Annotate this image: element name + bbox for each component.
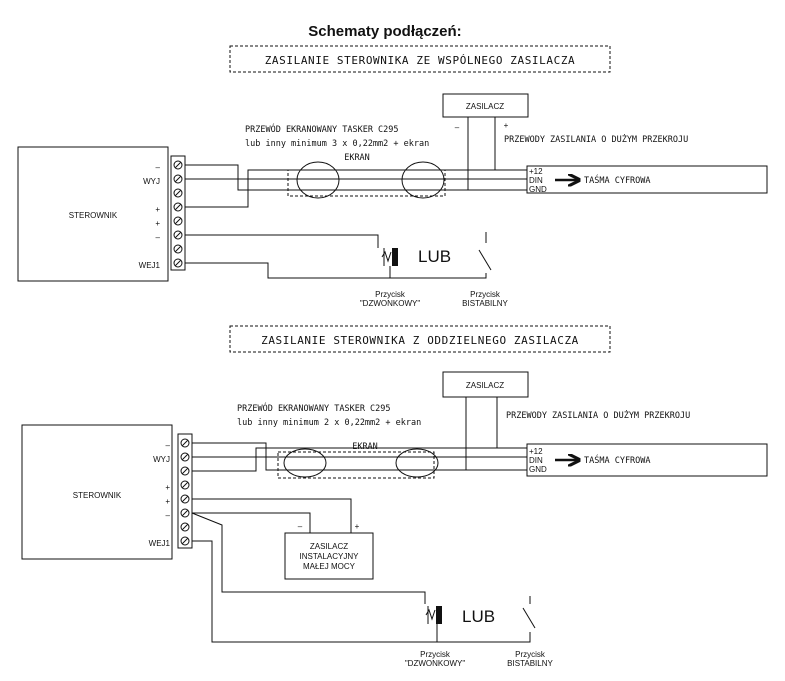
bistable-button-label: Przycisk (515, 650, 546, 659)
cable-spec-line2: lub inny minimum 3 x 0,22mm2 + ekran (245, 139, 429, 149)
terminal-screws (173, 160, 183, 268)
strip-label: TAŚMA CYFROWA (584, 174, 651, 186)
psu-plus-label: + (504, 121, 509, 130)
small-psu-label: INSTALACYJNY (300, 552, 360, 561)
small-psu-label: MAŁEJ MOCY (303, 562, 356, 571)
bell-button-label: Przycisk (375, 290, 406, 299)
controller-box (21, 424, 173, 560)
section-header-frame (229, 45, 611, 73)
small-psu-plus: + (355, 522, 360, 531)
controller-label: STEROWNIK (69, 211, 118, 220)
section-header: ZASILANIE STEROWNIKA Z ODDZIELNEGO ZASIL… (261, 334, 579, 347)
psu-label: ZASILACZ (466, 102, 504, 111)
strip-pin-gnd: GND (529, 185, 547, 194)
strip-pin-gnd: GND (529, 465, 547, 474)
pin-label-wej1: WEJ1 (149, 539, 171, 548)
psu-label: ZASILACZ (466, 381, 504, 390)
section-separate-psu: ZASILANIE STEROWNIKA Z ODDZIELNEGO ZASIL… (21, 325, 768, 668)
bell-button-label: Przycisk (420, 650, 451, 659)
page-title: Schematy podłączeń: (308, 23, 461, 40)
pin-label-wyj: WYJ (153, 455, 170, 464)
strip-pin-din: DIN (529, 176, 543, 185)
pin-label-plus: + (155, 205, 160, 214)
section-header: ZASILANIE STEROWNIKA ZE WSPÓLNEGO ZASILA… (265, 54, 576, 67)
small-psu-minus: – (298, 522, 303, 531)
power-wires-label: PRZEWODY ZASILANIA O DUŻYM PRZEKROJU (504, 134, 688, 145)
shield-label: EKRAN (344, 153, 370, 163)
strip-pin-12v: +12 (529, 167, 543, 176)
section-header-frame (229, 325, 611, 353)
pin-label-minus: – (156, 163, 161, 172)
psu-box (442, 371, 529, 398)
shield-label: EKRAN (352, 442, 378, 452)
pin-label-minus: – (156, 233, 161, 242)
pin-label-plus: + (155, 219, 160, 228)
strip-pin-12v: +12 (529, 447, 543, 456)
bistable-switch-icon (478, 249, 492, 271)
small-psu-box (284, 532, 374, 580)
or-label: LUB (462, 607, 495, 626)
pin-label-wyj: WYJ (143, 177, 160, 186)
cable-spec-line2: lub inny minimum 2 x 0,22mm2 + ekran (237, 418, 421, 428)
cable-spec-line1: PRZEWÓD EKRANOWANY TASKER C295 (245, 123, 399, 135)
bell-button-icon (425, 606, 442, 624)
psu-box (442, 93, 529, 118)
pin-label-minus: – (166, 441, 171, 450)
bell-button-label: "DZWONKOWY" (360, 299, 421, 308)
small-psu-label: ZASILACZ (310, 542, 348, 551)
or-label: LUB (418, 247, 451, 266)
pin-label-wej1: WEJ1 (139, 261, 161, 270)
wires (185, 117, 527, 279)
strip-pin-din: DIN (529, 456, 543, 465)
bistable-switch-icon (522, 607, 536, 629)
pin-label-plus: + (165, 497, 170, 506)
bistable-button-label: Przycisk (470, 290, 501, 299)
bell-button-icon (381, 248, 398, 266)
bell-button-label: "DZWONKOWY" (405, 659, 466, 668)
wires (191, 397, 531, 643)
controller-box (17, 146, 169, 282)
bistable-button-label: BISTABILNY (507, 659, 553, 668)
terminal-screws (180, 438, 190, 546)
power-wires-label: PRZEWODY ZASILANIA O DUŻYM PRZEKROJU (506, 410, 690, 421)
bistable-button-label: BISTABILNY (462, 299, 508, 308)
pin-label-minus: – (166, 511, 171, 520)
strip-label: TAŚMA CYFROWA (584, 454, 651, 466)
psu-minus-label: – (455, 123, 460, 132)
cable-spec-line1: PRZEWÓD EKRANOWANY TASKER C295 (237, 402, 391, 414)
controller-label: STEROWNIK (73, 491, 122, 500)
section-common-psu: ZASILANIE STEROWNIKA ZE WSPÓLNEGO ZASILA… (17, 45, 768, 308)
terminal-block (170, 155, 186, 271)
pin-label-plus: + (165, 483, 170, 492)
terminal-block (177, 433, 193, 549)
